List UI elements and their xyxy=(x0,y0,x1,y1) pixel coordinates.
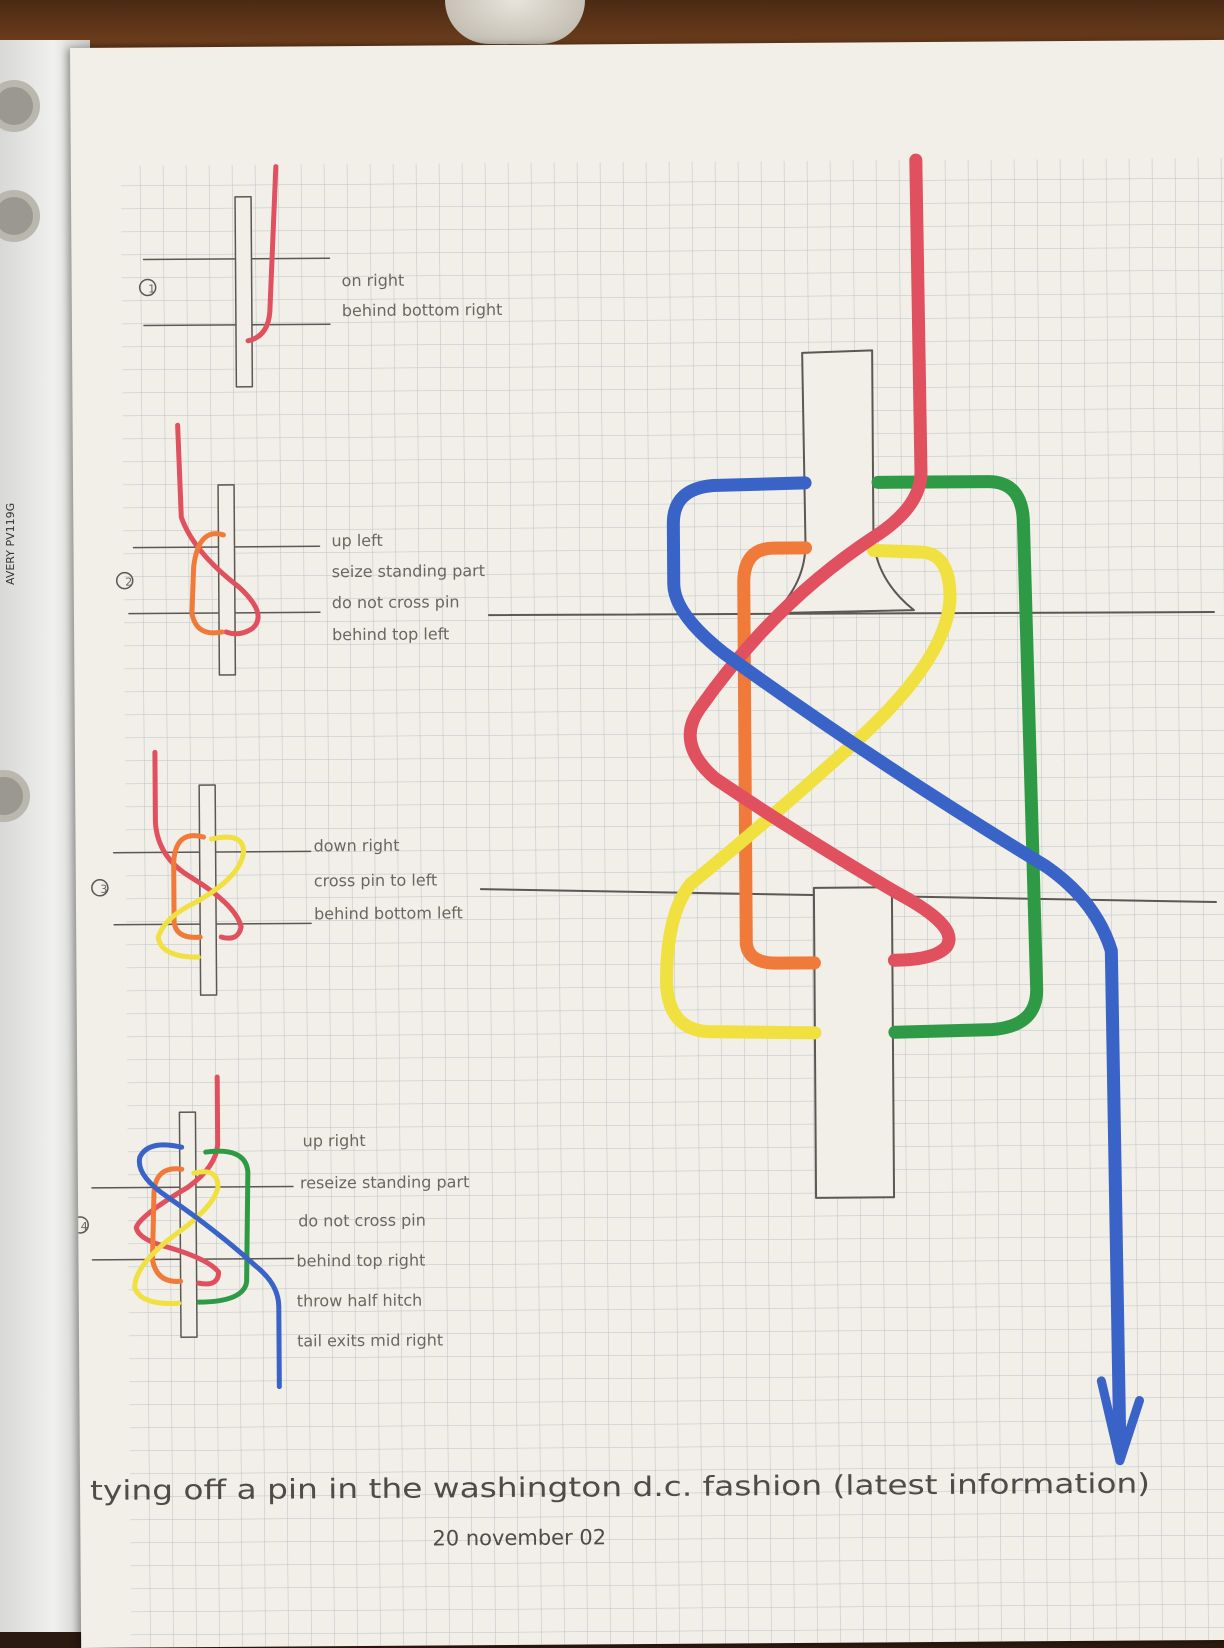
step-3-line-1: down right xyxy=(314,836,400,856)
binder-brand-text: AVERY PV119G xyxy=(4,503,17,585)
graph-paper-sheet: 1 on right behind bottom right 2 up left… xyxy=(70,39,1224,1648)
rope-yellow xyxy=(660,543,957,1040)
diagram-title: tying off a pin in the washington d.c. f… xyxy=(90,1468,1150,1506)
belaying-pin xyxy=(234,195,254,388)
step-4-line-1: up right xyxy=(303,1131,366,1150)
arrowhead-icon xyxy=(1096,1376,1144,1466)
rope-orange xyxy=(737,541,821,970)
binder-ring-icon xyxy=(0,80,40,132)
step-1-line-1: on right xyxy=(342,271,405,290)
coffee-mug xyxy=(445,0,585,44)
step-1-diagram xyxy=(138,164,331,388)
step-3-line-2: cross pin to left xyxy=(314,870,438,890)
binder-ring-icon xyxy=(0,190,40,242)
step-2-line-3: do not cross pin xyxy=(332,592,460,612)
step-4-line-5: throw half hitch xyxy=(297,1291,423,1311)
rope-green xyxy=(871,475,1044,1039)
step-4-number: 4 xyxy=(81,1220,88,1233)
rope-red xyxy=(245,164,279,344)
diagram-date: 20 november 02 xyxy=(432,1525,606,1550)
belaying-pin-large-bottom xyxy=(812,886,896,1199)
step-1-line-2: behind bottom right xyxy=(342,300,503,320)
step-3-number: 3 xyxy=(100,883,107,896)
step-4-line-2: reseize standing part xyxy=(300,1172,470,1192)
large-knot-diagram xyxy=(479,153,1217,1466)
binder-brand-label: AVERY PV119G xyxy=(4,503,17,585)
step-3-diagram xyxy=(91,749,312,996)
step-4-line-3: do not cross pin xyxy=(298,1211,426,1231)
step-4-line-6: tail exits mid right xyxy=(297,1330,443,1350)
step-2-line-4: behind top left xyxy=(332,624,449,644)
rope-blue-large xyxy=(666,476,1127,1448)
step-4-line-4: behind top right xyxy=(296,1251,425,1271)
step-2-number: 2 xyxy=(125,576,132,589)
rail-line-top xyxy=(487,611,1215,617)
rope-red-large xyxy=(683,153,956,967)
step-2-line-2: seize standing part xyxy=(332,561,485,581)
step-4-diagram xyxy=(71,1074,295,1390)
step-1-number: 1 xyxy=(148,282,155,295)
step-2-line-1: up left xyxy=(331,531,382,550)
step-number-badge xyxy=(138,278,157,297)
step-2-diagram xyxy=(115,422,321,676)
step-3-line-3: behind bottom left xyxy=(314,903,463,923)
knot-diagram-drawing: 1 on right behind bottom right 2 up left… xyxy=(71,153,1224,1648)
binder-ring-icon xyxy=(0,770,30,822)
